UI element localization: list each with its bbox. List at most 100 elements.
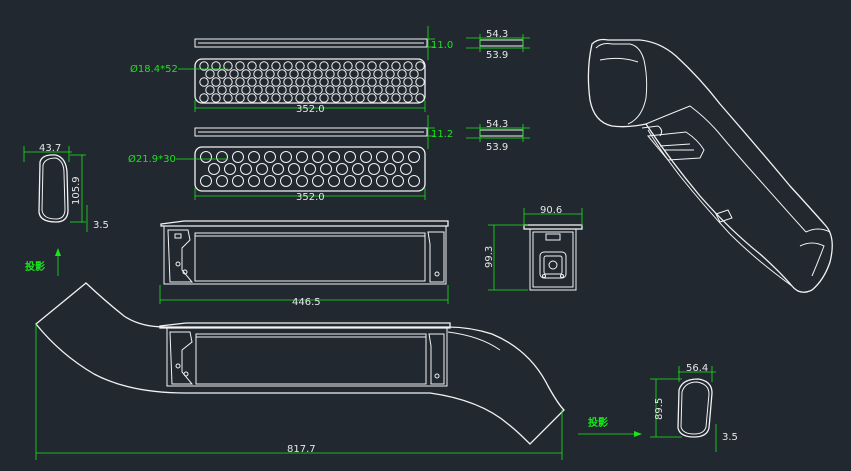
- plate-2-width-top-label: 54.3: [486, 119, 508, 130]
- perforation-hole: [360, 175, 372, 187]
- perforation-hole: [400, 163, 412, 175]
- perforation-hole: [253, 85, 263, 95]
- perforation-hole: [385, 85, 395, 95]
- tube-dimensions: 817.7: [35, 324, 563, 460]
- end-view-width-label: 90.6: [540, 205, 562, 216]
- left-cross-section: [38, 154, 69, 223]
- battery-side-view: [160, 220, 449, 285]
- left-section-width-label: 43.7: [39, 143, 61, 154]
- plate-1-holes: [199, 61, 425, 103]
- perforation-hole: [259, 93, 269, 103]
- perforation-hole: [280, 175, 292, 187]
- perforation-hole: [313, 85, 323, 95]
- perforation-hole: [391, 77, 401, 87]
- perforation-hole: [325, 69, 335, 79]
- perforation-hole: [289, 85, 299, 95]
- right-section-height-label: 89.5: [654, 398, 665, 420]
- perforation-hole: [385, 69, 395, 79]
- perforation-hole: [272, 163, 284, 175]
- perforation-hole: [319, 77, 329, 87]
- perforation-hole: [247, 93, 257, 103]
- perforation-hole: [224, 163, 236, 175]
- projection-label-left: 投影: [25, 260, 45, 273]
- perforation-hole: [376, 151, 388, 163]
- perforation-hole: [283, 77, 293, 87]
- perforation-hole: [229, 85, 239, 95]
- perforation-hole: [336, 163, 348, 175]
- perforation-hole: [211, 77, 221, 87]
- perforation-hole: [349, 85, 359, 95]
- perforation-hole: [312, 151, 324, 163]
- left-section-dimensions: 43.7 105.9 3.5: [23, 143, 109, 232]
- perforation-hole: [312, 175, 324, 187]
- perforation-hole: [211, 93, 221, 103]
- isometric-tube-view: [587, 38, 833, 293]
- perforation-hole: [264, 175, 276, 187]
- perforation-hole: [409, 85, 419, 95]
- projection-arrow-left: 投影: [25, 248, 61, 276]
- perforation-hole: [319, 93, 329, 103]
- perforation-hole: [264, 151, 276, 163]
- perforation-hole: [391, 93, 401, 103]
- perforation-hole: [415, 61, 425, 71]
- perforation-hole: [307, 77, 317, 87]
- perforation-hole: [337, 69, 347, 79]
- plate-2-dimensions: 352.0 11.2 54.3 53.9 Ø21.9*30: [128, 115, 530, 203]
- tube-length-label: 817.7: [287, 444, 316, 455]
- plate-2-width-bottom-label: 53.9: [486, 142, 508, 153]
- perforation-hole: [397, 69, 407, 79]
- perforation-hole: [367, 77, 377, 87]
- perforation-hole: [415, 77, 425, 87]
- perforation-hole: [253, 69, 263, 79]
- perforation-hole: [248, 175, 260, 187]
- projection-label-right: 投影: [588, 416, 608, 429]
- perforation-hole: [289, 69, 299, 79]
- perforation-hole: [235, 77, 245, 87]
- perforation-hole: [373, 69, 383, 79]
- perforation-hole: [319, 61, 329, 71]
- perforation-hole: [259, 61, 269, 71]
- perforation-hole: [223, 61, 233, 71]
- left-section-wall-label: 3.5: [93, 220, 109, 231]
- perforation-hole: [283, 93, 293, 103]
- battery-end-view: [523, 224, 583, 291]
- perforation-hole: [361, 69, 371, 79]
- perforation-hole: [271, 77, 281, 87]
- perforation-hole: [361, 85, 371, 95]
- battery-length-label: 446.5: [292, 297, 321, 308]
- plate-1-top-view: [194, 58, 426, 104]
- perforation-hole: [343, 77, 353, 87]
- perforation-hole: [331, 93, 341, 103]
- plate-1-thickness-label: 11.0: [431, 40, 453, 51]
- perforation-hole: [265, 85, 275, 95]
- right-section-wall-label: 3.5: [722, 432, 738, 443]
- perforation-hole: [277, 85, 287, 95]
- perforation-hole: [241, 85, 251, 95]
- perforation-hole: [397, 85, 407, 95]
- perforation-hole: [325, 85, 335, 95]
- perforation-hole: [352, 163, 364, 175]
- perforation-hole: [200, 151, 212, 163]
- plate-2-top-view: [194, 146, 426, 192]
- right-cross-section: [677, 378, 713, 438]
- perforation-hole: [355, 77, 365, 87]
- perforation-hole: [320, 163, 332, 175]
- perforation-hole: [355, 93, 365, 103]
- perforation-hole: [205, 85, 215, 95]
- perforation-hole: [349, 69, 359, 79]
- perforation-hole: [295, 93, 305, 103]
- perforation-hole: [216, 175, 228, 187]
- plate-1-hole-callout: Ø18.4*52: [130, 63, 178, 75]
- perforation-hole: [373, 85, 383, 95]
- perforation-hole: [217, 85, 227, 95]
- perforation-hole: [403, 61, 413, 71]
- perforation-hole: [392, 151, 404, 163]
- plate-2-side-view: [194, 127, 428, 137]
- perforation-hole: [229, 69, 239, 79]
- plate-1-end-view: [479, 39, 524, 47]
- perforation-hole: [259, 77, 269, 87]
- perforation-hole: [296, 151, 308, 163]
- perforation-hole: [232, 175, 244, 187]
- right-section-width-label: 56.4: [686, 363, 708, 374]
- perforation-hole: [295, 77, 305, 87]
